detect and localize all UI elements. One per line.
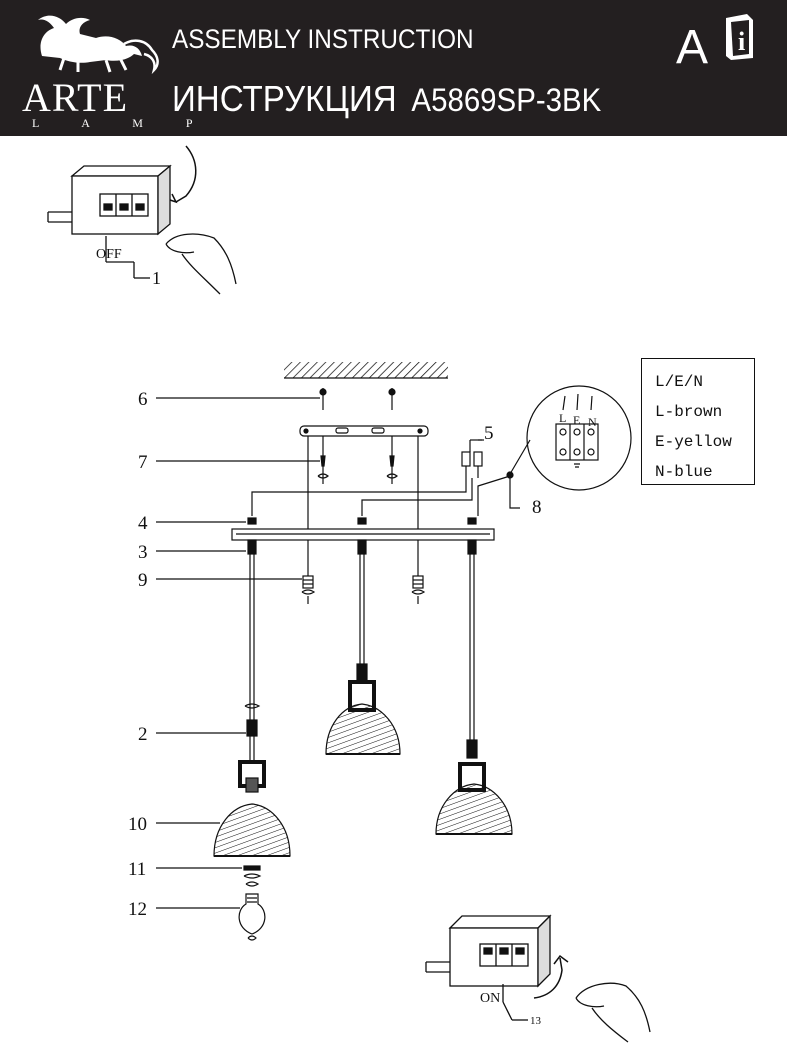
callout-8: 8 <box>532 497 542 518</box>
callout-11: 11 <box>128 859 146 880</box>
switch-on-label: ON <box>480 991 500 1006</box>
terminal-label-n: N <box>588 415 597 429</box>
language-letter: A <box>676 21 709 74</box>
shade-middle <box>325 703 401 755</box>
callout-12: 12 <box>128 899 147 920</box>
step-13-label: 13 <box>530 1015 542 1027</box>
assembly-diagram: OFF 1 <box>47 145 651 1043</box>
shade-right <box>435 783 513 835</box>
terminal-label-l: L <box>559 411 566 425</box>
switch-off-label: OFF <box>96 247 122 262</box>
wire-color-legend: L/E/N L-brown E-yellow N-blue <box>641 358 755 485</box>
callout-9: 9 <box>138 570 148 591</box>
terminal-label-e: E <box>573 413 580 427</box>
legend-title: L/E/N <box>655 373 704 391</box>
info-book-icon: i <box>726 14 753 60</box>
step-1-label: 1 <box>152 268 161 288</box>
title-ru-block: ИНСТРУКЦИЯ A5869SP-3BK <box>172 78 601 120</box>
brand-name: ARTE <box>22 75 129 120</box>
legend-row-e: E-yellow <box>655 433 732 451</box>
title-ru: ИНСТРУКЦИЯ <box>172 78 397 119</box>
callout-2: 2 <box>138 724 148 745</box>
model-number: A5869SP-3BK <box>411 82 602 118</box>
legend-row-n: N-blue <box>655 463 713 481</box>
brand-subtitle: L A M P <box>32 116 213 130</box>
callout-4: 4 <box>138 513 148 534</box>
griffin-logo <box>38 15 159 75</box>
mounting-bracket <box>299 425 429 437</box>
ceiling-hatch <box>284 362 448 378</box>
callout-7: 7 <box>138 452 148 473</box>
title-en: ASSEMBLY INSTRUCTION <box>172 24 474 54</box>
switch-off-group <box>47 145 237 295</box>
callout-5: 5 <box>484 423 494 444</box>
callout-3: 3 <box>138 542 148 563</box>
fixture-drawing <box>156 385 632 941</box>
switch-on-group <box>425 914 651 1043</box>
callout-6: 6 <box>138 389 148 410</box>
legend-row-l: L-brown <box>655 403 723 421</box>
svg-text:i: i <box>738 27 745 56</box>
callout-10: 10 <box>128 814 147 835</box>
bulb <box>238 893 266 935</box>
header-bar: ARTE L A M P ASSEMBLY INSTRUCTION ИНСТРУ… <box>0 0 787 136</box>
shade-left <box>213 803 291 857</box>
